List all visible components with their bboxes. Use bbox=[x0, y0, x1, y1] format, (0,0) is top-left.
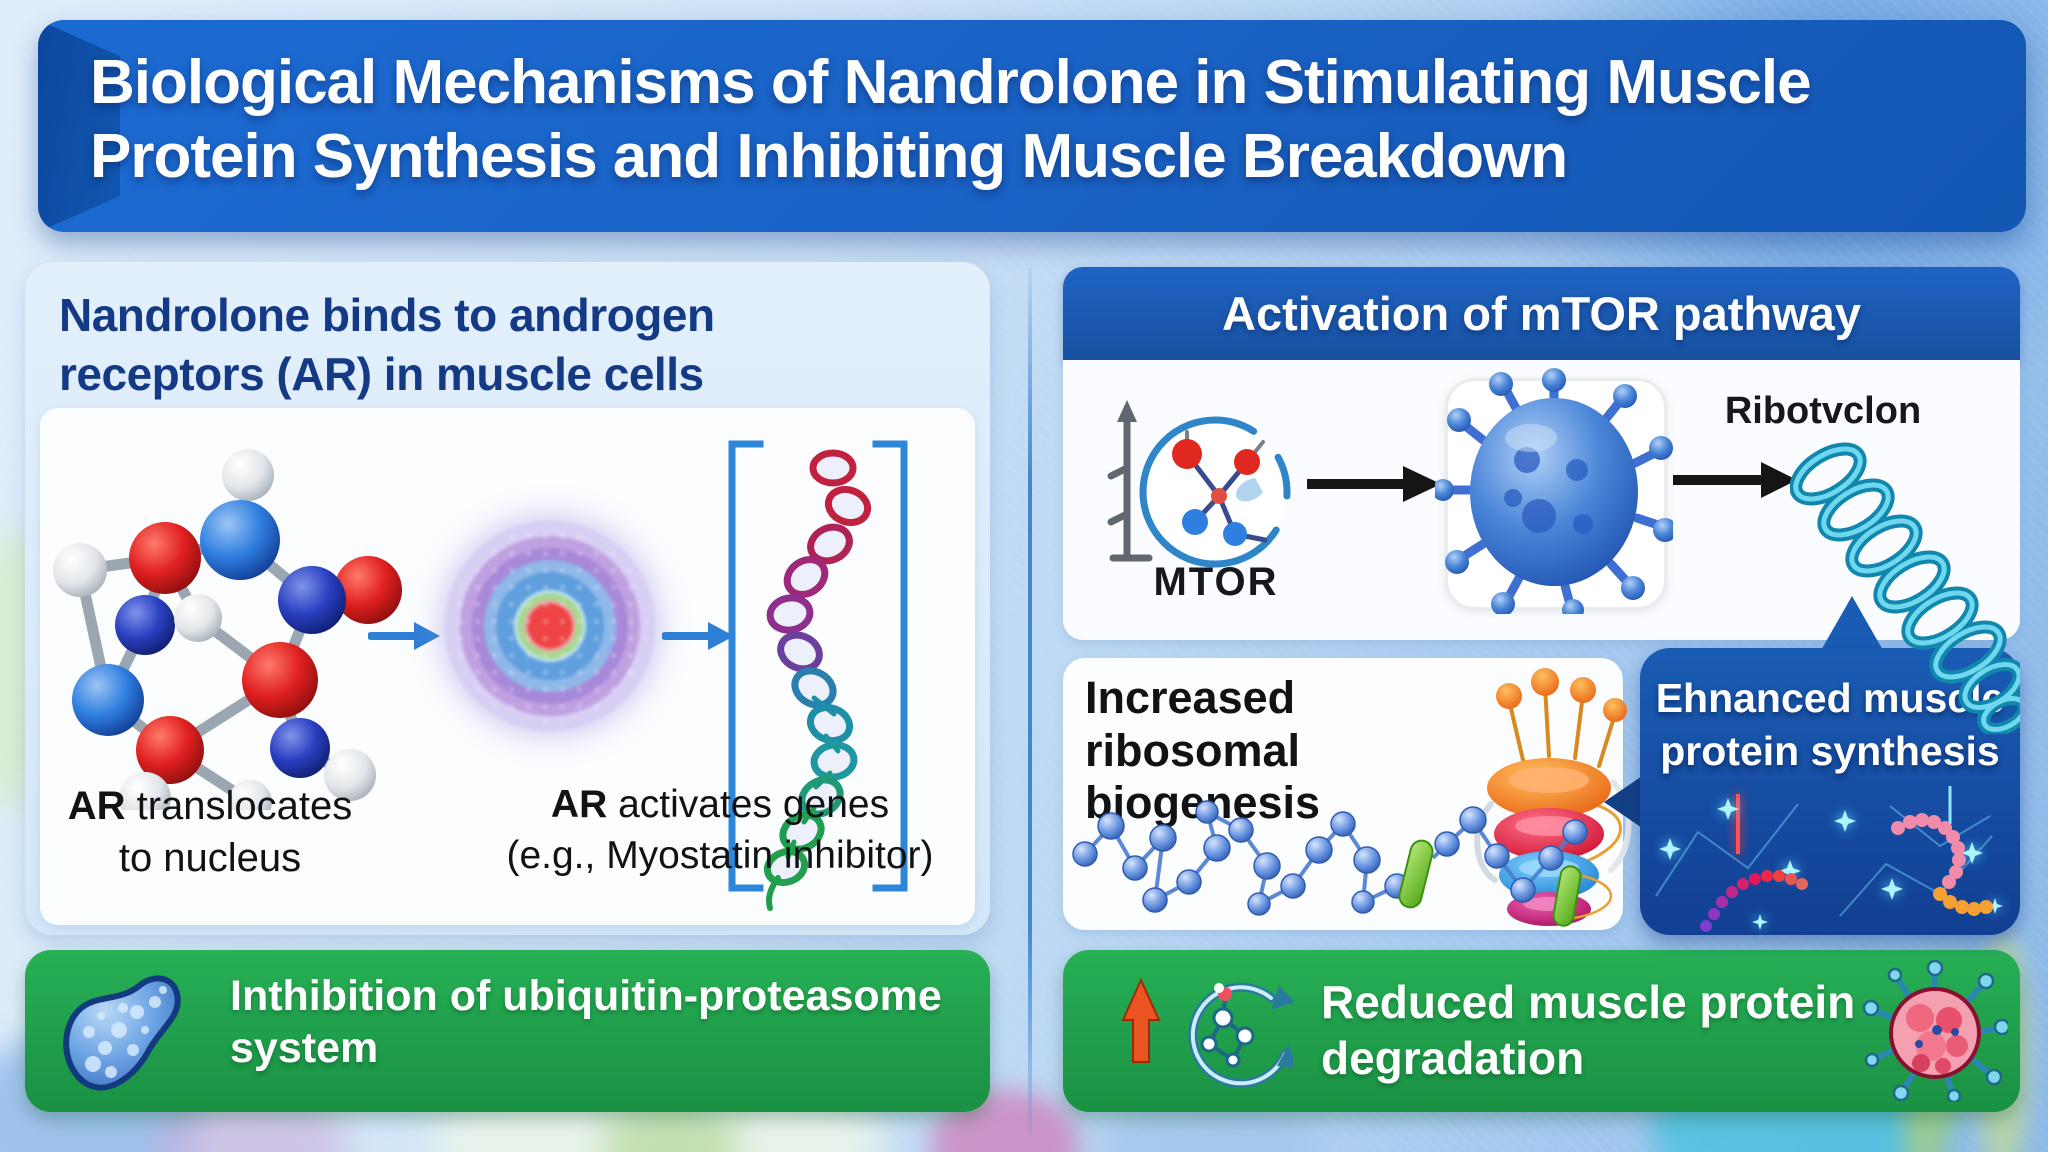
spiky-proteasome-icon bbox=[1863, 960, 2008, 1102]
red-up-arrow bbox=[1121, 977, 1161, 1063]
mtor-flow-card: MTOR bbox=[1063, 360, 2020, 640]
ribonucleon-label: Ribotvclon bbox=[1724, 390, 1922, 432]
inhibition-banner-line1: Inthibition of ubiquitin-proteasome bbox=[230, 972, 942, 1020]
gene-strand-icon bbox=[728, 440, 908, 911]
glowing-protein-art bbox=[1655, 786, 2003, 932]
title-banner: Biological Mechanisms of Nandrolone in S… bbox=[38, 20, 2026, 232]
caption-ar-bold: AR bbox=[67, 784, 126, 828]
caption-activates-rest: activates genes bbox=[607, 783, 890, 826]
ar-binding-diagram-card: AR translocates to nucleus AR activates … bbox=[40, 408, 975, 925]
left-panel-header-line2: receptors (AR) in muscle cells bbox=[59, 347, 704, 400]
right-panel-header: Activation of mTOR pathway bbox=[1063, 267, 2020, 360]
left-panel-header: Nandrolone binds to androgen receptors (… bbox=[59, 286, 715, 404]
panel-divider bbox=[1028, 268, 1032, 1136]
inhibition-banner-line2: system bbox=[230, 1024, 379, 1073]
protein-recycling-icon bbox=[1121, 977, 1293, 1088]
reduced-degradation-text: Reduced muscle protein degradation bbox=[1321, 974, 1855, 1086]
reduced-line1: Reduced muscle protein bbox=[1321, 976, 1856, 1028]
cell-nucleus-icon bbox=[444, 520, 656, 732]
black-arrow-right-icon bbox=[1673, 462, 1797, 498]
caption-translocates-rest: translocates bbox=[125, 784, 353, 828]
increased-line1: Increased bbox=[1085, 672, 1296, 723]
ribosomal-biogenesis-card: Increased ribosomal biogenesis bbox=[1063, 658, 1632, 930]
page-title: Biological Mechanisms of Nandrolone in S… bbox=[90, 46, 1812, 195]
mtor-label: MTOR bbox=[1153, 560, 1279, 604]
left-panel: Nandrolone binds to androgen receptors (… bbox=[25, 262, 990, 935]
reduced-line2: degradation bbox=[1321, 1032, 1585, 1085]
bubble-pointer-up bbox=[1820, 596, 1884, 652]
mtor-axis-icon bbox=[1107, 400, 1153, 562]
flow-arrow-right-icon bbox=[368, 622, 440, 650]
right-panel-header-text: Activation of mTOR pathway bbox=[1222, 287, 1861, 340]
bead-chain-icon bbox=[1072, 800, 1588, 927]
proteasome-bean-icon bbox=[63, 975, 181, 1091]
increased-line2: ribosomal bbox=[1085, 724, 1301, 776]
ribosome-sphere-icon bbox=[1435, 368, 1673, 614]
page-title-line2: Protein Synthesis and Inhibiting Muscle … bbox=[90, 122, 1568, 192]
caption-ar-translocates: AR translocates to nucleus bbox=[60, 780, 360, 884]
ball-and-stick-molecule-icon bbox=[53, 449, 402, 810]
enhanced-line2: protein synthesis bbox=[1660, 728, 2000, 775]
reduced-degradation-banner: Reduced muscle protein degradation bbox=[1063, 950, 2020, 1112]
caption-myostatin: (e.g., Myostatin inhibitor) bbox=[506, 833, 934, 877]
inhibition-banner-text: Inthibition of ubiquitin-proteasome syst… bbox=[230, 970, 942, 1075]
left-panel-header-line1: Nandrolone binds to androgen bbox=[59, 289, 715, 341]
caption-ar-bold: AR bbox=[550, 783, 608, 826]
nucleus-texture bbox=[452, 528, 648, 724]
black-arrow-right-icon bbox=[1307, 466, 1441, 502]
flow-arrow-right-icon bbox=[662, 622, 734, 650]
mtor-molecule-icon bbox=[1139, 416, 1291, 568]
caption-ar-activates: AR activates genes (e.g., Myostatin inhi… bbox=[470, 780, 970, 881]
inhibition-banner: Inthibition of ubiquitin-proteasome syst… bbox=[25, 950, 990, 1112]
page-title-line1: Biological Mechanisms of Nandrolone in S… bbox=[90, 48, 1812, 117]
caption-to-nucleus: to nucleus bbox=[118, 836, 302, 880]
rna-helix-icon bbox=[1790, 442, 2020, 734]
